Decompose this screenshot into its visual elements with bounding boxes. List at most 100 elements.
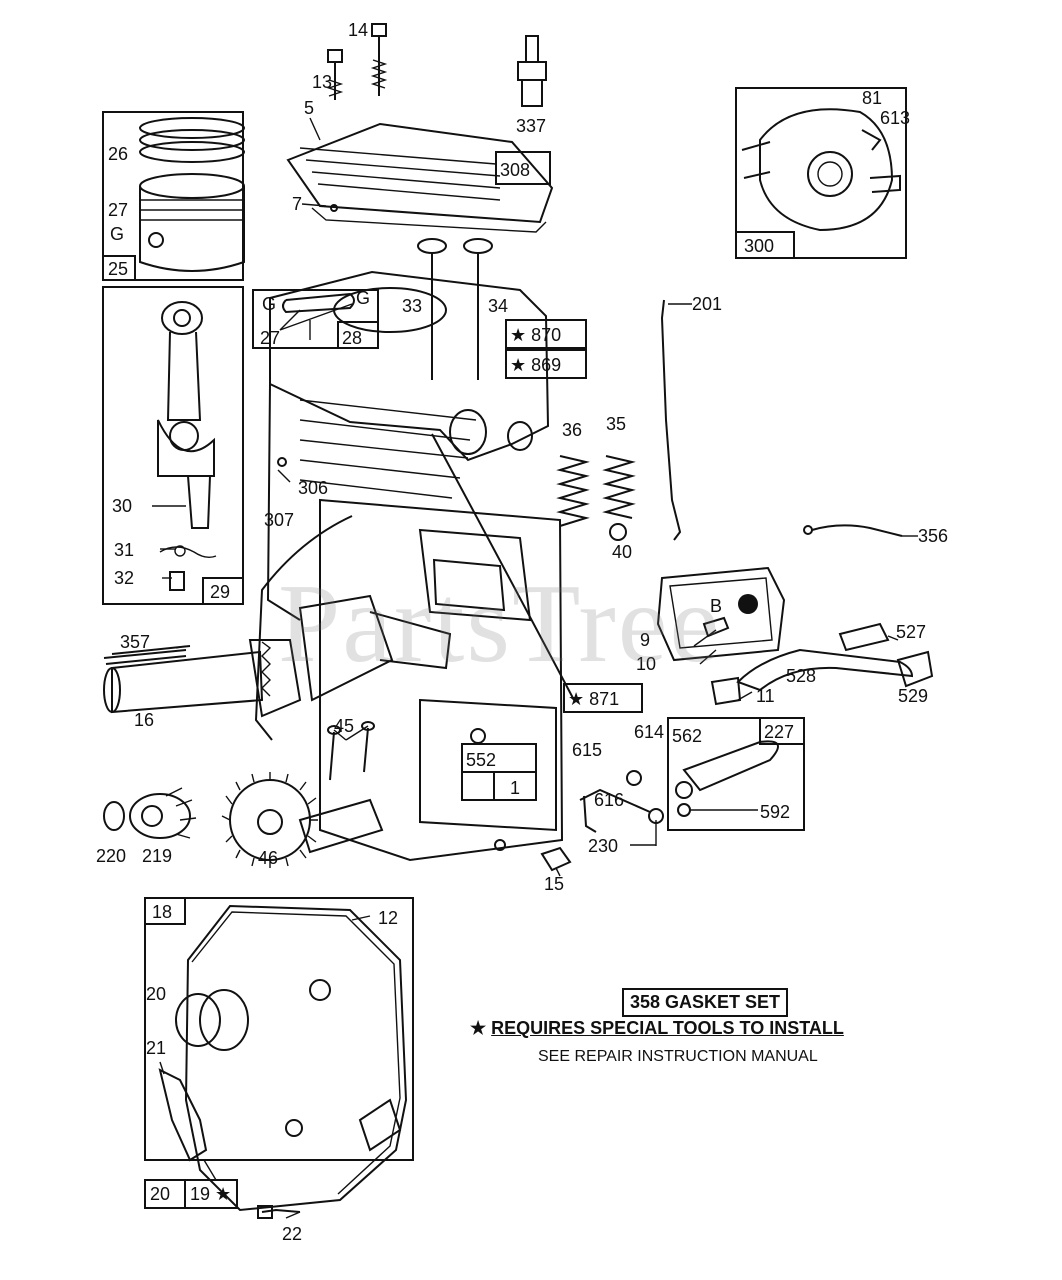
washer-drawing	[103, 801, 125, 831]
muffler-drawing	[741, 108, 901, 232]
label-36: 36	[562, 420, 582, 440]
breather-tube-drawing	[710, 622, 934, 706]
piston-pin-drawing	[279, 292, 355, 331]
label-9: 9	[640, 630, 650, 650]
cam-gear-drawing	[221, 721, 384, 868]
label-21: 21	[146, 1038, 166, 1058]
label-306: 306	[298, 478, 328, 498]
label-18: 18	[152, 902, 172, 922]
governor-drawing	[579, 740, 779, 833]
label-star-871: ★ 871	[568, 689, 619, 709]
label-12: 12	[378, 908, 398, 928]
cover-tag-box	[144, 897, 186, 925]
piston-rings-drawing	[139, 117, 245, 272]
label-g-pin-right: G	[356, 288, 370, 308]
label-34: 34	[488, 296, 508, 316]
label-11: 11	[756, 686, 775, 706]
watermark: PartsTree	[278, 562, 722, 686]
label-block-1: 1	[510, 778, 520, 798]
star-icon: ★	[470, 1018, 487, 1038]
muffler-box	[735, 87, 907, 259]
special-tools-note: ★ REQUIRES SPECIAL TOOLS TO INSTALL	[470, 1018, 844, 1039]
label-10: 10	[636, 654, 656, 674]
repair-manual-note: SEE REPAIR INSTRUCTION MANUAL	[538, 1048, 818, 1065]
label-45: 45	[334, 716, 354, 736]
label-27-piston: 27	[108, 200, 128, 220]
crankshaft-drawing	[103, 594, 452, 718]
connecting-rod-drawing	[157, 301, 217, 591]
label-308: 308	[500, 160, 530, 180]
label-614: 614	[634, 722, 664, 742]
label-star-869: ★ 869	[510, 355, 561, 375]
label-32: 32	[114, 568, 134, 588]
choke-link-drawing	[660, 299, 682, 541]
block-sub-box	[493, 771, 537, 801]
label-13: 13	[312, 72, 332, 92]
label-22: 22	[282, 1224, 302, 1244]
label-46: 46	[258, 848, 278, 868]
label-529: 529	[898, 686, 928, 706]
label-28: 28	[342, 328, 362, 348]
head-bolts-drawing	[326, 23, 388, 100]
label-615: 615	[572, 740, 602, 760]
valve-springs-drawing	[556, 455, 636, 541]
label-40: 40	[612, 542, 632, 562]
oil-slinger-drawing	[129, 787, 197, 839]
label-35: 35	[606, 414, 626, 434]
label-5: 5	[304, 98, 314, 118]
muffler-box-tag	[735, 231, 795, 259]
label-star-870: ★ 870	[510, 325, 561, 345]
label-219: 219	[142, 846, 172, 866]
label-562: 562	[672, 726, 702, 746]
label-307: 307	[264, 510, 294, 530]
label-16: 16	[134, 710, 154, 730]
label-29: 29	[210, 582, 230, 602]
head-tag-box	[495, 151, 551, 185]
label-30: 30	[112, 496, 132, 516]
label-20-cover: 20	[146, 984, 166, 1004]
label-616: 616	[594, 790, 624, 810]
governor-box	[667, 717, 805, 831]
label-201: 201	[692, 294, 722, 314]
label-592: 592	[760, 802, 790, 822]
label-227: 227	[764, 722, 794, 742]
label-552: 552	[466, 750, 496, 770]
spark-plug-drawing	[517, 35, 547, 107]
label-15: 15	[544, 874, 564, 894]
label-g-pin-left: G	[262, 294, 276, 314]
label-300: 300	[744, 236, 774, 256]
label-25: 25	[108, 259, 128, 279]
label-31: 31	[114, 540, 134, 560]
star-871-box	[563, 683, 643, 713]
label-19-star: 19 ★	[190, 1184, 231, 1204]
piston-pin-box	[252, 289, 379, 349]
label-220: 220	[96, 846, 126, 866]
piston-box-tag	[102, 255, 136, 281]
label-33: 33	[402, 296, 422, 316]
label-7: 7	[292, 194, 302, 214]
label-613: 613	[880, 108, 910, 128]
sump-cover-drawing	[158, 904, 408, 1219]
label-14: 14	[348, 20, 368, 40]
pin-box-tag	[337, 321, 379, 349]
connecting-rod-box	[102, 286, 244, 605]
label-26: 26	[108, 144, 128, 164]
label-27-pin: 27	[260, 328, 280, 348]
ground-wire-terminal	[803, 525, 813, 535]
breather-drawing	[656, 566, 786, 662]
governor-tag-box	[759, 717, 805, 745]
label-357: 357	[120, 632, 150, 652]
label-528: 528	[786, 666, 816, 686]
label-356: 356	[918, 526, 948, 546]
label-230: 230	[588, 836, 618, 856]
valves-drawing	[417, 238, 493, 380]
label-b: B	[710, 596, 722, 616]
label-g-piston: G	[110, 224, 124, 244]
gasket-set-note: 358 GASKET SET	[622, 988, 789, 1017]
cylinder-block-drawing	[254, 270, 575, 862]
label-20-box: 20	[150, 1184, 170, 1204]
rod-box-tag	[202, 577, 244, 605]
special-tools-text: REQUIRES SPECIAL TOOLS TO INSTALL	[491, 1018, 844, 1038]
